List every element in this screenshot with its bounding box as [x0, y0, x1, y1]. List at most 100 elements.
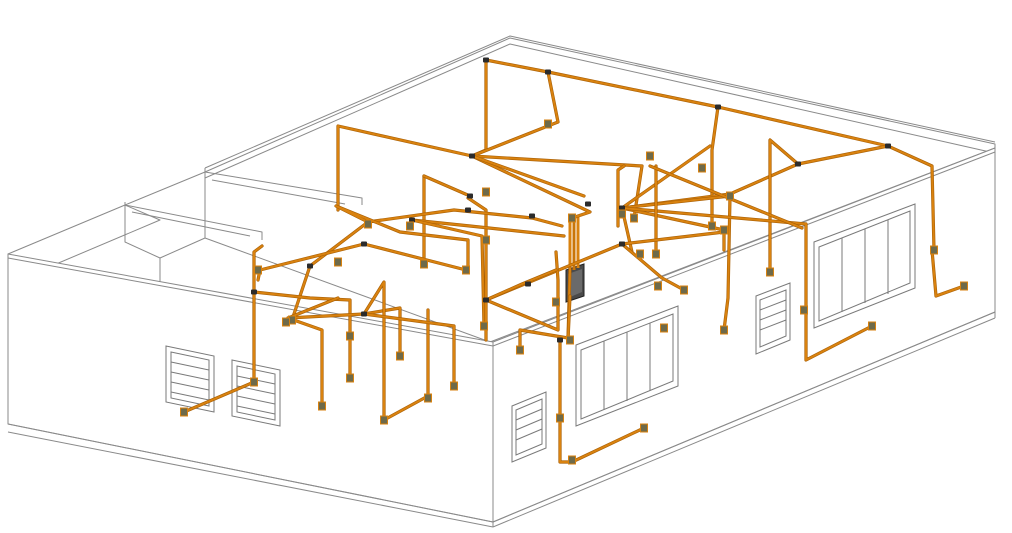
conduit-run: [931, 249, 965, 297]
conduit-fitting: [361, 311, 367, 317]
conduit-run: [621, 243, 685, 291]
conduit-run: [559, 339, 645, 463]
conduit-run: [621, 195, 731, 331]
device-box: [660, 323, 668, 333]
conduit-fitting: [525, 281, 531, 287]
device-box: [640, 423, 648, 433]
device-box: [334, 257, 342, 267]
conduit-fitting: [585, 201, 591, 207]
conduit-fitting: [619, 205, 625, 211]
device-box: [720, 225, 728, 235]
conduit-run: [485, 59, 935, 251]
device-boxes: [180, 119, 968, 465]
conduit-run: [411, 219, 565, 237]
conduit-fitting: [619, 241, 625, 247]
slab-edge-back-inner: [204, 43, 991, 179]
device-box: [462, 265, 470, 275]
device-box: [630, 213, 638, 223]
device-box: [720, 325, 728, 335]
front-wall-base-2: [7, 431, 494, 528]
device-box: [420, 259, 428, 269]
device-box: [800, 305, 808, 315]
conduit-fitting: [557, 337, 563, 343]
device-box: [552, 297, 560, 307]
device-box: [960, 281, 968, 291]
conduit-fitting: [469, 153, 475, 159]
device-box: [180, 407, 188, 417]
device-box: [250, 377, 258, 387]
front-wall-top-lip: [7, 257, 494, 347]
conduit-fitting: [361, 241, 367, 247]
conduit-run: [423, 175, 471, 197]
conduit-run: [367, 209, 563, 227]
window-right-small-1: [511, 391, 547, 463]
right-wall-base-2: [492, 317, 996, 528]
conduit-run: [471, 71, 559, 157]
device-box: [282, 317, 290, 327]
device-box: [698, 163, 706, 173]
inner-wall-3: [211, 179, 346, 205]
conduit-fitting: [715, 104, 721, 110]
conduit-run: [471, 155, 643, 219]
device-box: [566, 335, 574, 345]
device-box: [636, 249, 644, 259]
conduit-run: [485, 269, 557, 301]
conduit-run: [287, 317, 323, 407]
device-box: [482, 187, 490, 197]
device-box: [556, 413, 564, 423]
conduit-fitting: [251, 289, 257, 295]
device-box: [482, 235, 490, 245]
slab-edge-back: [204, 35, 996, 169]
device-box: [364, 219, 372, 229]
conduit-run: [769, 139, 799, 273]
conduit-network: [182, 58, 966, 464]
device-box: [726, 191, 734, 201]
conduit-run: [471, 155, 591, 219]
window-left-1: [165, 345, 215, 413]
conduit-run: [567, 295, 571, 341]
device-box: [450, 381, 458, 391]
right-wall-top-lip: [492, 151, 996, 347]
right-wall-base-1: [492, 311, 996, 523]
window-right-large-2: [813, 203, 916, 329]
conduit-fitting: [885, 143, 891, 149]
device-box: [516, 345, 524, 355]
device-box: [346, 373, 354, 383]
window-right-large-1: [575, 305, 679, 427]
device-box: [646, 151, 654, 161]
conduit-fitting: [467, 193, 473, 199]
device-box: [652, 249, 660, 259]
conduit-run: [363, 243, 467, 271]
window-left-2: [231, 359, 281, 427]
conduit-run: [467, 197, 487, 301]
front-wall-base-1: [7, 423, 494, 523]
device-box: [346, 331, 354, 341]
conduit-fitting: [483, 297, 489, 303]
device-box: [544, 119, 552, 129]
conduit-run: [711, 106, 719, 227]
inner-wall-5: [124, 204, 263, 240]
conduit-fitting: [545, 69, 551, 75]
window-right-small-2: [755, 282, 791, 355]
device-box: [568, 455, 576, 465]
conduit-run: [471, 155, 585, 197]
device-box: [618, 209, 626, 219]
conduit-fitting: [529, 213, 535, 219]
conduit-run: [253, 245, 263, 293]
device-box: [654, 281, 662, 291]
device-box: [254, 265, 262, 275]
inner-wall-2: [204, 171, 363, 205]
conduit-run: [337, 125, 473, 211]
device-box: [930, 245, 938, 255]
windows: [165, 203, 916, 463]
device-box: [396, 351, 404, 361]
conduit-run: [335, 205, 469, 269]
conduit-run: [621, 145, 711, 209]
device-box: [406, 221, 414, 231]
device-box: [766, 267, 774, 277]
device-box: [680, 285, 688, 295]
conduit-fitting: [409, 217, 415, 223]
device-box: [480, 321, 488, 331]
